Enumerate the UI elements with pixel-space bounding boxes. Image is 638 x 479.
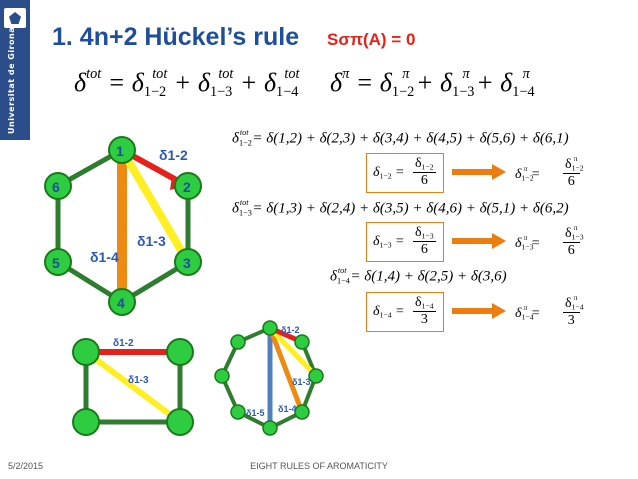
arrow-right-icon bbox=[452, 164, 506, 180]
equation-row-12: δ1−2tot = δ(1,2) + δ(2,3) + δ(3,4) + δ(4… bbox=[232, 128, 569, 148]
line-d13 bbox=[118, 147, 192, 265]
node-2 bbox=[174, 172, 202, 200]
arrow-right-icon bbox=[452, 303, 506, 319]
university-sidebar: Universitat de Girona bbox=[0, 0, 30, 140]
slide-title: 1. 4n+2 Hückel’s rule bbox=[52, 23, 300, 51]
pi13-denominator: 6 bbox=[567, 242, 575, 258]
node-3 bbox=[174, 248, 202, 276]
label-d14: δ1-4 bbox=[90, 249, 119, 265]
footer-date: 5/2/2015 bbox=[8, 461, 44, 471]
footer-title: EIGHT RULES OF AROMATICITY bbox=[250, 461, 388, 471]
label-d13: δ1-3 bbox=[137, 233, 166, 249]
node-4 bbox=[108, 288, 136, 316]
pi14-denominator: 3 bbox=[567, 312, 575, 328]
equation-pi-delta: δπ = δ1−2π + δ1−3π + δ1−4π bbox=[330, 66, 535, 100]
hexagon-nodes bbox=[44, 136, 202, 316]
university-logo-icon bbox=[4, 8, 26, 28]
box14-denominator: 3 bbox=[420, 312, 428, 327]
sigma-label: Sσπ(A) = 0 bbox=[327, 30, 416, 49]
equation-row-13: δ1−3tot = δ(1,3) + δ(2,4) + δ(3,5) + δ(4… bbox=[232, 198, 569, 218]
node-label-1: 1 bbox=[116, 143, 124, 159]
node-label-2: 2 bbox=[183, 179, 191, 195]
node-label-5: 5 bbox=[52, 255, 60, 271]
node-label-3: 3 bbox=[183, 255, 191, 271]
node-label-6: 6 bbox=[52, 179, 60, 195]
node-1 bbox=[108, 136, 136, 164]
node-5 bbox=[44, 248, 72, 276]
arrow-right-icon bbox=[452, 233, 506, 249]
pi12-denominator: 6 bbox=[567, 173, 575, 189]
node-label-4: 4 bbox=[117, 295, 125, 311]
equation-total-delta: δtot = δ1−2tot + δ1−3tot + δ1−4tot bbox=[74, 66, 300, 100]
node-6 bbox=[44, 172, 72, 200]
box12-denominator: 6 bbox=[420, 173, 428, 188]
label-d12: δ1-2 bbox=[159, 147, 188, 163]
equation-row-14: δ1−4tot = δ(1,4) + δ(2,5) + δ(3,6) bbox=[330, 266, 507, 286]
box13-denominator: 6 bbox=[420, 242, 428, 257]
